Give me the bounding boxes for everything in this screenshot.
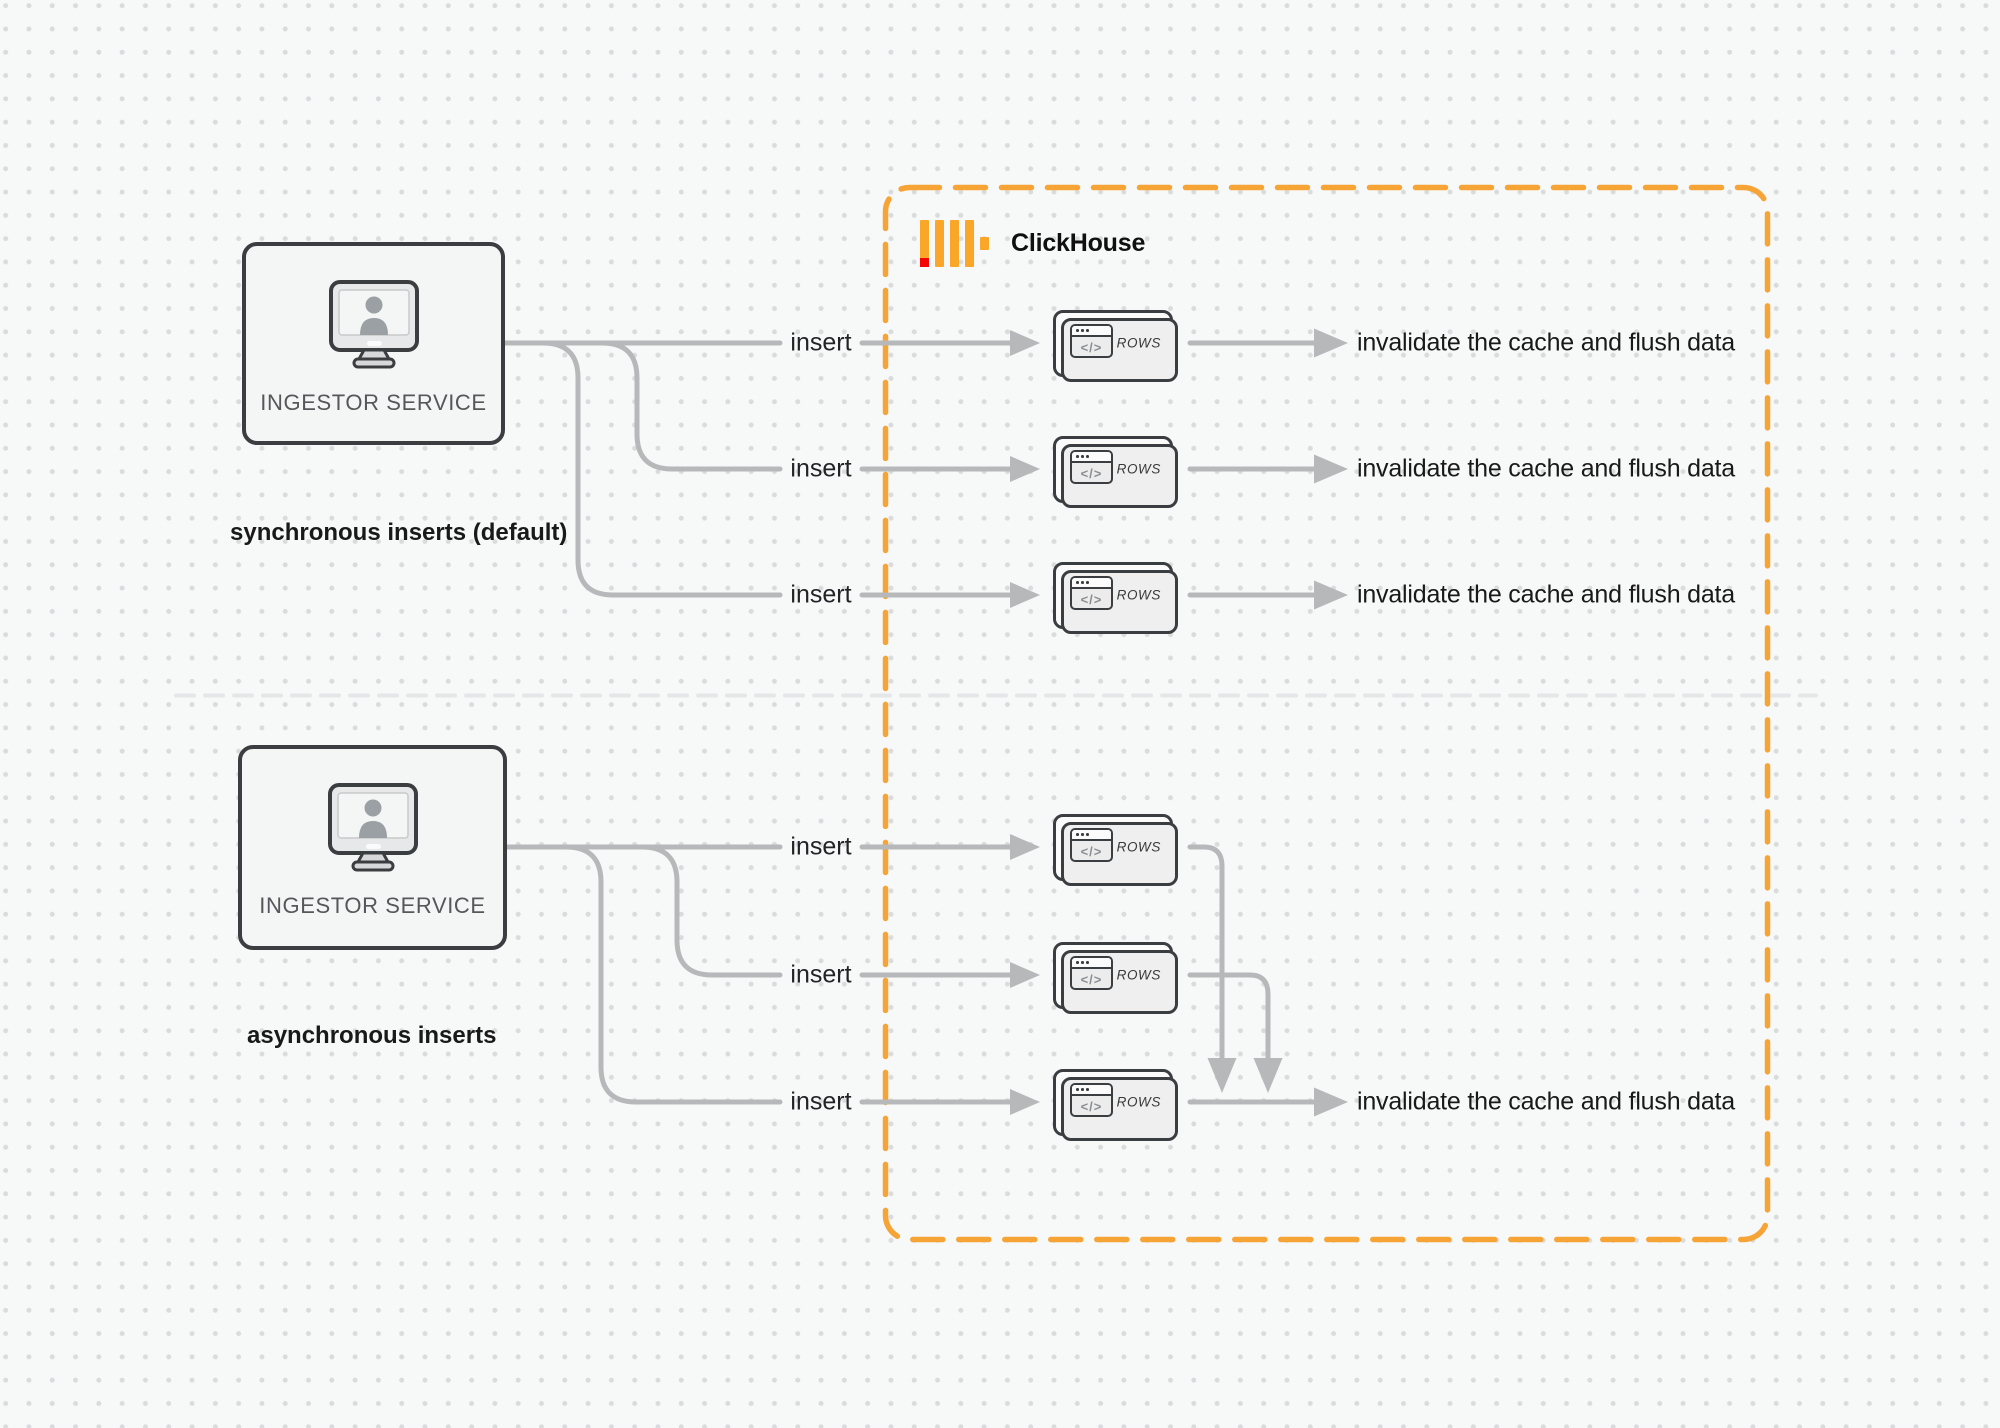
- code-window-icon: </>: [1070, 450, 1113, 484]
- insert-edge-label: insert: [790, 960, 852, 989]
- clickhouse-wordmark: ClickHouse: [1011, 229, 1146, 257]
- rows-part-node: </> ROWS: [1053, 1069, 1178, 1141]
- code-window-icon: </>: [1070, 1083, 1113, 1117]
- ingestor-service-label: INGESTOR SERVICE: [259, 893, 486, 918]
- rows-part-node: </> ROWS: [1053, 436, 1178, 508]
- workstation-user-icon: [327, 783, 418, 872]
- async-section-caption: asynchronous inserts: [247, 1022, 497, 1049]
- ingestor-service-node-async: INGESTOR SERVICE: [238, 745, 507, 950]
- code-window-icon: </>: [1070, 324, 1113, 358]
- clickhouse-logo: ClickHouse: [920, 220, 1145, 267]
- invalidate-cache-label: invalidate the cache and flush data: [1357, 328, 1735, 357]
- clickhouse-logo-red-accent: [920, 258, 929, 267]
- clickhouse-logo-bar-icon: [965, 220, 974, 267]
- insert-edge-label: insert: [790, 580, 852, 609]
- rows-part-node: </> ROWS: [1053, 942, 1178, 1014]
- rows-label: ROWS: [1116, 838, 1161, 854]
- ingestor-service-label: INGESTOR SERVICE: [260, 390, 487, 415]
- invalidate-cache-label: invalidate the cache and flush data: [1357, 454, 1735, 483]
- clickhouse-logo-bar-icon: [935, 220, 944, 267]
- clickhouse-logo-bar-icon: [980, 237, 989, 250]
- rows-label: ROWS: [1116, 460, 1161, 476]
- ingestor-service-node-sync: INGESTOR SERVICE: [242, 242, 505, 445]
- invalidate-cache-label: invalidate the cache and flush data: [1357, 1087, 1735, 1116]
- rows-part-node: </> ROWS: [1053, 562, 1178, 634]
- rows-label: ROWS: [1116, 586, 1161, 602]
- invalidate-cache-label: invalidate the cache and flush data: [1357, 580, 1735, 609]
- rows-part-node: </> ROWS: [1053, 814, 1178, 886]
- rows-part-node: </> ROWS: [1053, 310, 1178, 382]
- rows-label: ROWS: [1116, 334, 1161, 350]
- rows-label: ROWS: [1116, 1093, 1161, 1109]
- clickhouse-logo-bar-icon: [920, 220, 929, 267]
- code-window-icon: </>: [1070, 956, 1113, 990]
- insert-edge-label: insert: [790, 454, 852, 483]
- sync-section-caption: synchronous inserts (default): [230, 519, 568, 546]
- clickhouse-logo-bar-icon: [950, 220, 959, 267]
- insert-edge-label: insert: [790, 1087, 852, 1116]
- rows-label: ROWS: [1116, 966, 1161, 982]
- code-window-icon: </>: [1070, 828, 1113, 862]
- workstation-user-icon: [328, 280, 419, 369]
- insert-edge-label: insert: [790, 832, 852, 861]
- code-window-icon: </>: [1070, 576, 1113, 610]
- insert-edge-label: insert: [790, 328, 852, 357]
